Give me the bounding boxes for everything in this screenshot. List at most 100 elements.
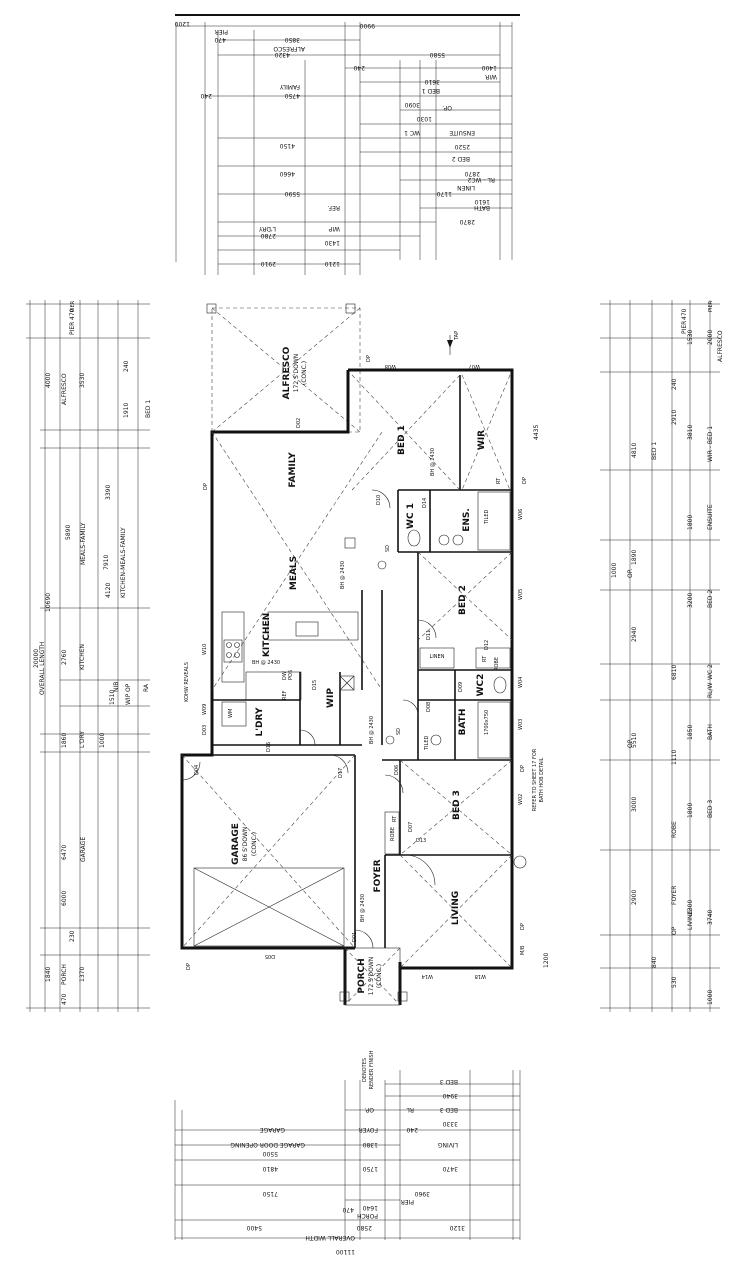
svg-text:2910: 2910 (671, 410, 678, 425)
svg-text:REF: REF (282, 690, 288, 700)
svg-text:11100: 11100 (336, 1248, 355, 1255)
svg-text:2520: 2520 (455, 143, 470, 150)
svg-text:470: 470 (214, 36, 226, 43)
svg-text:SD: SD (396, 728, 402, 735)
room-linen: LINEN (430, 654, 445, 660)
svg-text:1890: 1890 (631, 550, 638, 565)
svg-text:1840: 1840 (45, 967, 52, 982)
svg-text:BATH HOB DETAIL: BATH HOB DETAIL (539, 757, 545, 802)
svg-text:240: 240 (671, 378, 678, 390)
svg-text:5500: 5500 (263, 1150, 278, 1157)
room-ldry: L'DRY (255, 707, 265, 736)
svg-text:6000: 6000 (61, 891, 68, 906)
svg-text:W09: W09 (202, 704, 208, 715)
svg-text:W18: W18 (475, 973, 486, 979)
svg-text:2780: 2780 (261, 232, 276, 239)
room-garage-conc: (CONC.) (251, 832, 258, 856)
svg-text:D13: D13 (416, 838, 426, 844)
room-porch-floor: 172 S'DOWN (368, 957, 375, 996)
room-bath: BATH (458, 709, 468, 736)
svg-text:KITCHEN-MEALS-FAMILY: KITCHEN-MEALS-FAMILY (120, 527, 127, 598)
pier-labels: PIER PIER (70, 300, 714, 312)
svg-text:OVERALL LENGTH: OVERALL LENGTH (39, 642, 46, 695)
svg-text:3530: 3530 (79, 373, 86, 388)
svg-text:ALFRESCO: ALFRESCO (61, 373, 68, 405)
svg-text:3330: 3330 (443, 1120, 458, 1127)
svg-text:PIER: PIER (70, 300, 76, 312)
room-alfresco-floor: 172 S'DOWN (293, 354, 300, 393)
svg-text:1530: 1530 (687, 330, 694, 345)
svg-text:PIER: PIER (401, 1198, 414, 1205)
svg-text:230: 230 (69, 930, 76, 942)
svg-text:470: 470 (69, 308, 76, 320)
svg-text:2300: 2300 (687, 900, 694, 915)
room-labels: ALFRESCO 172 S'DOWN (CONC.) FAMILY MEALS… (231, 346, 500, 995)
svg-text:1430: 1430 (325, 239, 340, 246)
svg-text:1800: 1800 (687, 803, 694, 818)
svg-text:1370: 1370 (79, 967, 86, 982)
svg-text:1610: 1610 (475, 198, 490, 205)
svg-text:BH @ 2430: BH @ 2430 (252, 660, 280, 666)
room-bed3: BED 3 (452, 790, 462, 820)
left-dimensions (26, 300, 150, 1012)
svg-text:240: 240 (353, 64, 365, 71)
svg-text:L'DRY: L'DRY (259, 225, 276, 232)
svg-text:D15: D15 (312, 680, 318, 690)
svg-text:DENOTES: DENOTES (362, 1058, 368, 1082)
svg-text:D16: D16 (266, 742, 272, 752)
svg-text:KITCHEN: KITCHEN (79, 644, 86, 670)
room-alfresco: ALFRESCO (282, 346, 292, 399)
svg-text:1200: 1200 (175, 20, 190, 27)
svg-text:BED 3: BED 3 (707, 800, 714, 818)
svg-text:REF.: REF. (328, 204, 340, 211)
svg-text:5580: 5580 (430, 51, 445, 58)
svg-text:D07: D07 (408, 822, 414, 832)
top-dimensions (175, 22, 513, 275)
svg-text:1400: 1400 (482, 64, 497, 71)
svg-text:1700x750: 1700x750 (484, 710, 490, 735)
svg-text:2870: 2870 (465, 170, 480, 177)
svg-text:1210: 1210 (325, 260, 340, 267)
svg-text:DP: DP (186, 963, 192, 970)
svg-text:1510: 1510 (109, 690, 116, 705)
svg-text:TAP: TAP (454, 331, 460, 341)
svg-text:D09: D09 (458, 682, 464, 692)
svg-text:530: 530 (671, 976, 678, 988)
svg-text:BED 1: BED 1 (145, 400, 152, 418)
svg-text:1000: 1000 (611, 563, 618, 578)
svg-text:470: 470 (681, 308, 688, 320)
svg-text:D04: D04 (194, 765, 200, 775)
svg-text:TILED: TILED (484, 510, 490, 525)
svg-text:PIER: PIER (215, 28, 228, 35)
svg-text:RL/W: RL/W (707, 682, 714, 698)
svg-text:POS: POS (288, 670, 294, 680)
svg-text:2940: 2940 (631, 627, 638, 642)
svg-text:BATH: BATH (707, 724, 714, 740)
svg-text:RT: RT (392, 815, 398, 822)
svg-text:OP.: OP. (627, 739, 634, 748)
svg-text:2910: 2910 (261, 260, 276, 267)
svg-text:2760: 2760 (61, 650, 68, 665)
svg-text:BH @ 2430: BH @ 2430 (369, 716, 375, 744)
svg-text:W10: W10 (202, 644, 208, 655)
room-garage: GARAGE (231, 823, 241, 865)
svg-text:KOHW REVEALS: KOHW REVEALS (184, 662, 190, 702)
svg-text:OP: OP (125, 683, 132, 692)
svg-text:W07: W07 (469, 363, 480, 369)
svg-text:BED 3: BED 3 (440, 1106, 458, 1113)
svg-text:1000: 1000 (99, 733, 106, 748)
svg-text:BH @ 2430: BH @ 2430 (360, 894, 366, 922)
svg-text:D03: D03 (202, 725, 208, 735)
svg-text:W05: W05 (518, 589, 524, 600)
svg-text:BED 2: BED 2 (707, 590, 714, 608)
svg-text:D02: D02 (296, 418, 302, 428)
svg-text:D05: D05 (265, 953, 275, 959)
svg-text:4435: 4435 (533, 425, 540, 440)
svg-text:4810: 4810 (263, 1165, 278, 1172)
svg-text:WM: WM (228, 709, 234, 718)
svg-text:RA: RA (143, 683, 150, 692)
svg-text:DP: DP (366, 355, 372, 362)
svg-text:4750: 4750 (285, 92, 300, 99)
left-dimension-labels: 470 PIER 4000 ALFRESCO 3530 240 BED 1 19… (33, 308, 152, 1005)
